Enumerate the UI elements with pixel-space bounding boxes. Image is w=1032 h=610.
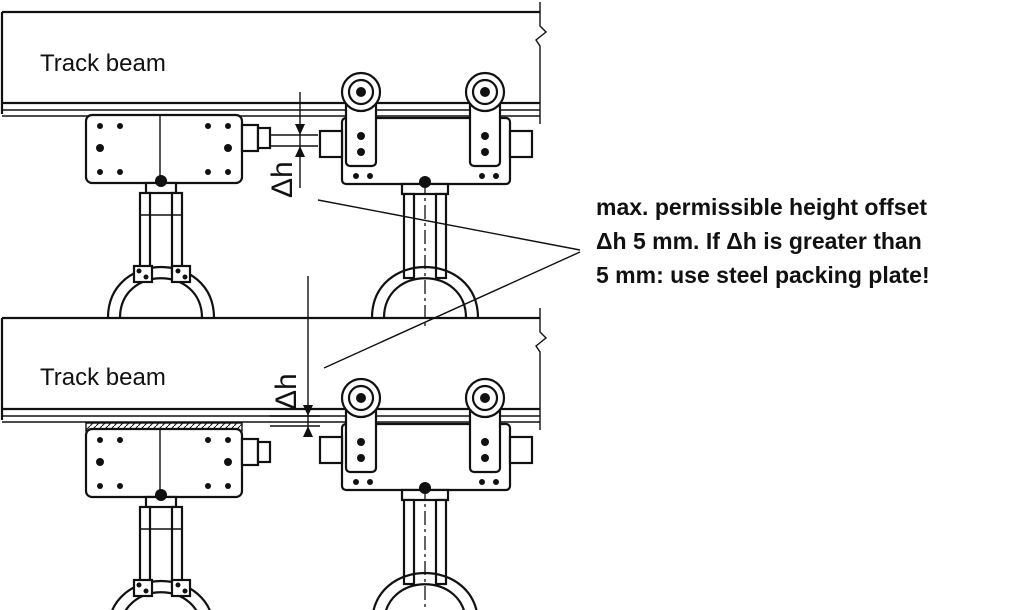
note-line-2: Δh 5 mm. If Δh is greater than [596,228,922,254]
connector-clamp-bottom [84,427,272,610]
delta-h-label-bottom: Δh [270,373,303,410]
connector-clamp-top [84,113,272,320]
bottom-view [0,276,548,610]
height-offset-note: max. permissible height offset Δh 5 mm. … [596,190,1032,292]
leader-line-top [317,199,581,251]
note-line-1: max. permissible height offset [596,194,928,220]
track-beam-label-bottom: Track beam [40,364,166,391]
note-line-3: 5 mm: use steel packing plate! [596,262,930,288]
top-view [0,0,548,332]
track-beam-label-top: Track beam [40,50,166,77]
leader-line-bottom [323,251,581,369]
delta-h-label-top: Δh [266,161,299,198]
trolley-bottom [318,377,534,610]
trolley-top [318,71,534,332]
